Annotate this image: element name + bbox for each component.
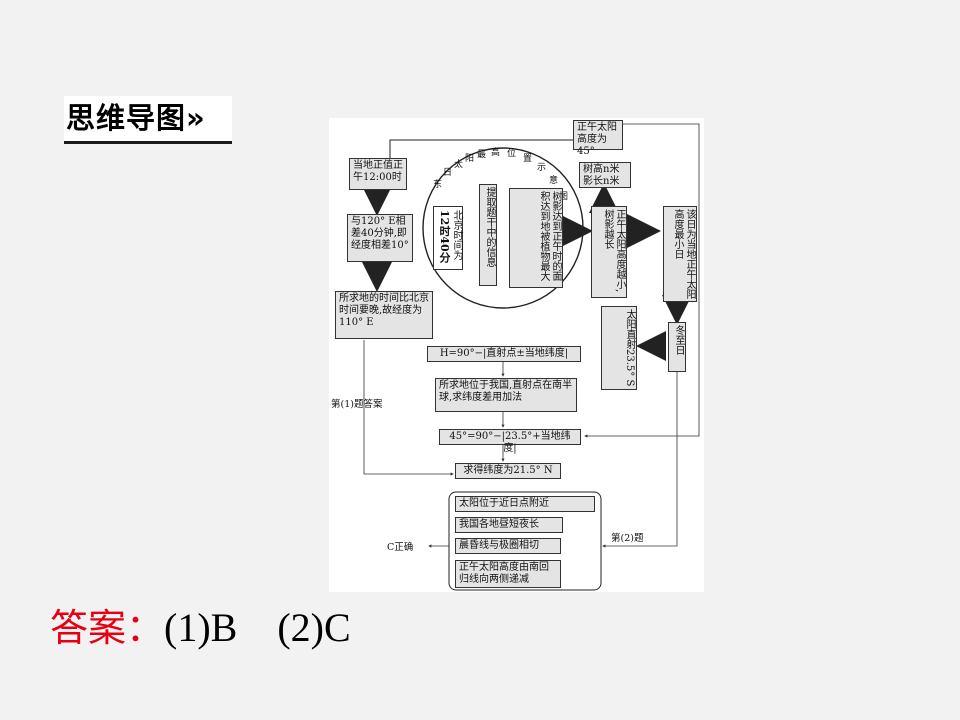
result-box: 求得纬度为21.5° N [455,463,561,479]
tree-height-box: 树高n米影长n米 [579,162,631,188]
shadow-info-box: 树影达到正午时的面积达到地被植物最大 [509,188,563,288]
arc-char: 位 [507,149,517,159]
arc-char: 太 [454,160,464,170]
arc-char: 东 [433,180,443,190]
arc-char: 示 [537,163,547,173]
option-box: 太阳位于近日点附近 [455,496,595,512]
answer-label: 答案： [50,606,165,650]
option-box: 我国各地昼短夜长 [455,517,563,533]
shadow-small-box: 正午太阳高度越小,树影越长 [591,206,627,298]
option-box: 正午太阳高度由南回归线向两侧递减 [455,560,561,588]
question-1-label: 第(1)题答案 [331,399,383,410]
arc-char: 阳 [465,154,475,164]
c-correct-label: C正确 [387,542,414,553]
question-2-label: 第(2)题 [611,533,644,544]
beijing-time-value: 12时40分 [438,210,451,263]
arc-char: 置 [523,154,533,164]
option-box: 晨昏线与极圈相切 [455,538,561,554]
formula-2-box: 45°=90°−|23.5°+当地纬度| [439,429,581,454]
arc-char: 图 [559,192,569,202]
beijing-time-box: 北京时间为 12时40分 [433,206,463,270]
arc-char: 意 [549,176,559,186]
beijing-time-prefix: 北京时间为 [451,210,462,260]
direct-sun-box: 太阳直射23.5° S [601,306,637,390]
arc-char: 最 [477,150,487,160]
max-height-box: 该日为当地正午太阳高度最小日 [663,206,697,302]
page-heading: 思维导图» [64,96,232,144]
answer-line: 答案：(1)B (2)C [50,600,351,656]
winter-solstice-box: 冬至日 [668,322,686,372]
longitude-conclusion-box: 所求地的时间比北京时间要晚,故经度为110° E [335,291,433,339]
answer-value: (1)B (2)C [164,605,351,650]
noon-45-box: 正午太阳高度为45° [573,120,623,157]
mind-map-figure: 东 日 太 阳 最 高 位 置 示 意 图 当地正值正午12:00时 与120°… [329,118,704,592]
arc-char: 日 [443,168,453,178]
formula-1-box: H=90°−|直射点±当地纬度| [427,346,581,362]
time-difference-box: 与120° E相差40分钟,即经度相差10° [347,214,413,262]
local-noon-box: 当地正值正午12:00时 [349,158,407,190]
arc-char: 高 [491,148,501,158]
extract-info-box: 提取题干中的信息 [479,184,497,286]
southern-hemisphere-box: 所求地位于我国,直射点在南半球,求纬度差用加法 [435,378,577,412]
